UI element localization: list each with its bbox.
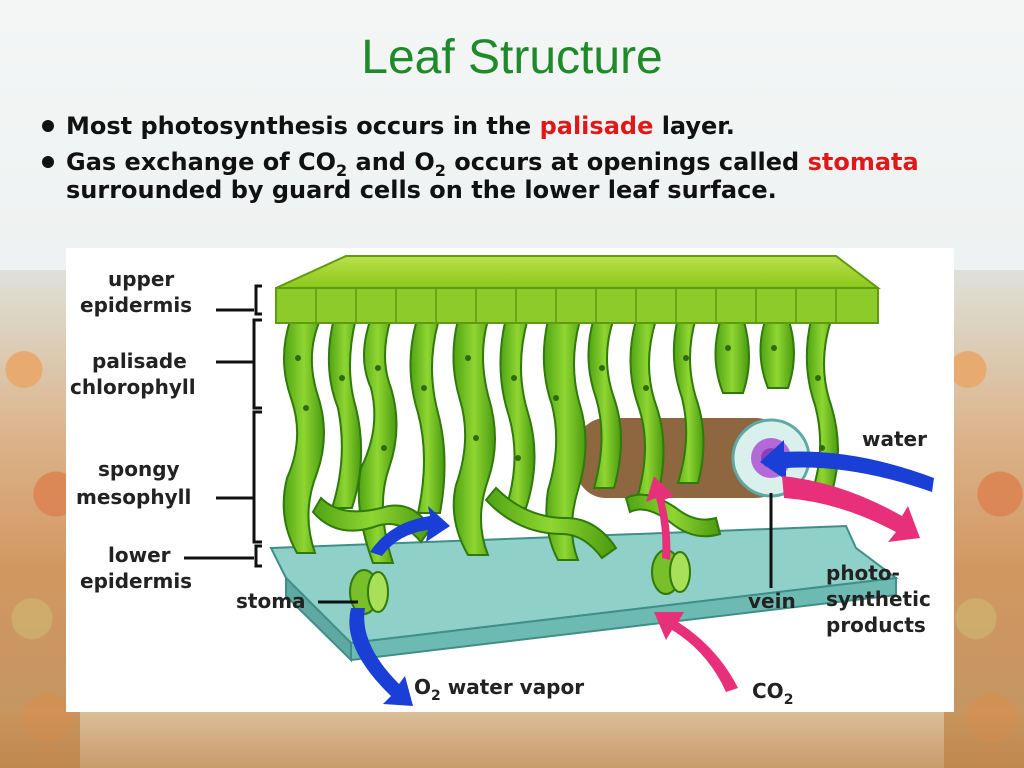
label-brackets: [184, 284, 773, 604]
bullet-item-gas-exchange: Gas exchange of CO2 and O2 occurs at ope…: [38, 148, 978, 204]
label-mesophyll: mesophyll: [76, 485, 191, 509]
label-photo: photo-: [826, 561, 900, 585]
label-stoma: stoma: [236, 589, 306, 613]
o2-subscript: 2: [434, 160, 446, 180]
bullet2-text-3: occurs at openings called: [445, 148, 808, 176]
co2-text: CO: [752, 679, 784, 703]
background-autumn-right: [944, 270, 1024, 768]
pink-arrows: [646, 476, 920, 692]
bullet2-text-2: and O: [347, 148, 435, 176]
lower-epidermis-layer: [269, 524, 899, 663]
co2-sub: 2: [784, 692, 794, 708]
chloroplast-dots: [295, 345, 825, 461]
label-lower: lower: [108, 543, 171, 567]
label-products: products: [826, 613, 926, 637]
label-chlorophyll: chlorophyll: [70, 375, 196, 399]
diagram-labels: upper epidermis palisade chlorophyll spo…: [70, 267, 931, 708]
label-spongy: spongy: [98, 457, 180, 481]
label-upper: upper: [108, 267, 174, 291]
leaf-cross-section-figure: upper epidermis palisade chlorophyll spo…: [66, 248, 954, 712]
o2-sub: 2: [431, 688, 441, 704]
bullet1-end: layer.: [653, 112, 735, 140]
background-autumn-bottom: [0, 708, 1024, 768]
stomata-highlight: stomata: [807, 148, 919, 176]
bullet2-text-1: Gas exchange of CO: [66, 148, 336, 176]
label-co2: CO2: [752, 679, 793, 708]
slide-title: Leaf Structure: [361, 31, 663, 84]
bullet2-text-4: surrounded by guard cells on the lower l…: [66, 176, 777, 204]
bullet-list: Most photosynthesis occurs in the palisa…: [38, 112, 978, 212]
label-epidermis-bottom: epidermis: [80, 569, 192, 593]
bullet1-text: Most photosynthesis occurs in the: [66, 112, 540, 140]
label-epidermis-top: epidermis: [80, 293, 192, 317]
label-o2-water-vapor: O2 water vapor: [414, 675, 584, 704]
upper-epidermis-layer: [275, 255, 881, 324]
mesophyll-cells: [282, 317, 839, 564]
bullet-item-photosynthesis: Most photosynthesis occurs in the palisa…: [38, 112, 978, 140]
co2-subscript: 2: [336, 160, 348, 180]
label-palisade: palisade: [92, 349, 187, 373]
label-synthetic: synthetic: [826, 587, 931, 611]
palisade-highlight: palisade: [539, 112, 654, 140]
leaf-diagram-svg: upper epidermis palisade chlorophyll spo…: [70, 255, 934, 708]
label-vein: vein: [748, 589, 796, 613]
label-water: water: [862, 427, 927, 451]
o2-text: O: [414, 675, 431, 699]
water-vapor-text: water vapor: [441, 675, 584, 699]
blue-arrows: [349, 440, 934, 706]
